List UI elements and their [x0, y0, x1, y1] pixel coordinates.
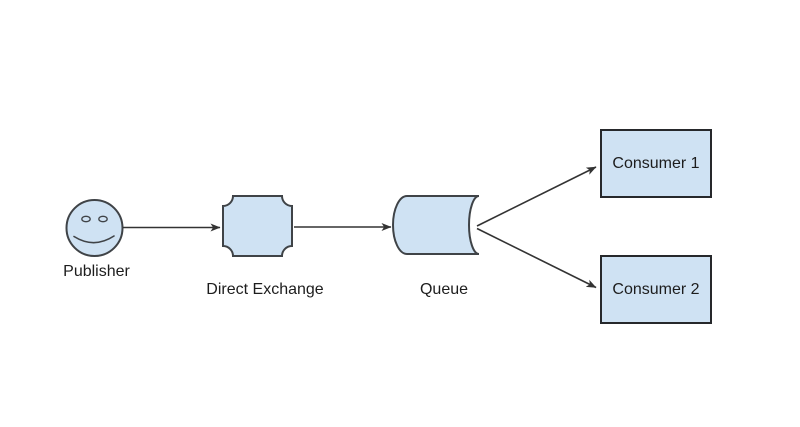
queue-shape — [392, 195, 480, 255]
consumer2-label: Consumer 2 — [612, 280, 700, 298]
smiley-mouth — [73, 235, 115, 244]
smiley-left-eye — [81, 215, 91, 223]
arrow-queue-to-consumer2 — [476, 227, 597, 289]
direct-exchange-shape — [222, 195, 293, 257]
consumer2-node: Consumer 2 — [600, 255, 712, 324]
smiley-right-eye — [98, 215, 108, 223]
queue-label: Queue — [419, 281, 469, 298]
publisher-label: Publisher — [63, 263, 130, 280]
consumer1-label: Consumer 1 — [612, 154, 700, 172]
smiley-face-icon — [65, 199, 124, 257]
publisher-node — [65, 199, 124, 257]
arrow-queue-to-consumer1 — [476, 166, 597, 227]
direct-exchange-label: Direct Exchange — [206, 281, 324, 298]
consumer1-node: Consumer 1 — [600, 129, 712, 198]
